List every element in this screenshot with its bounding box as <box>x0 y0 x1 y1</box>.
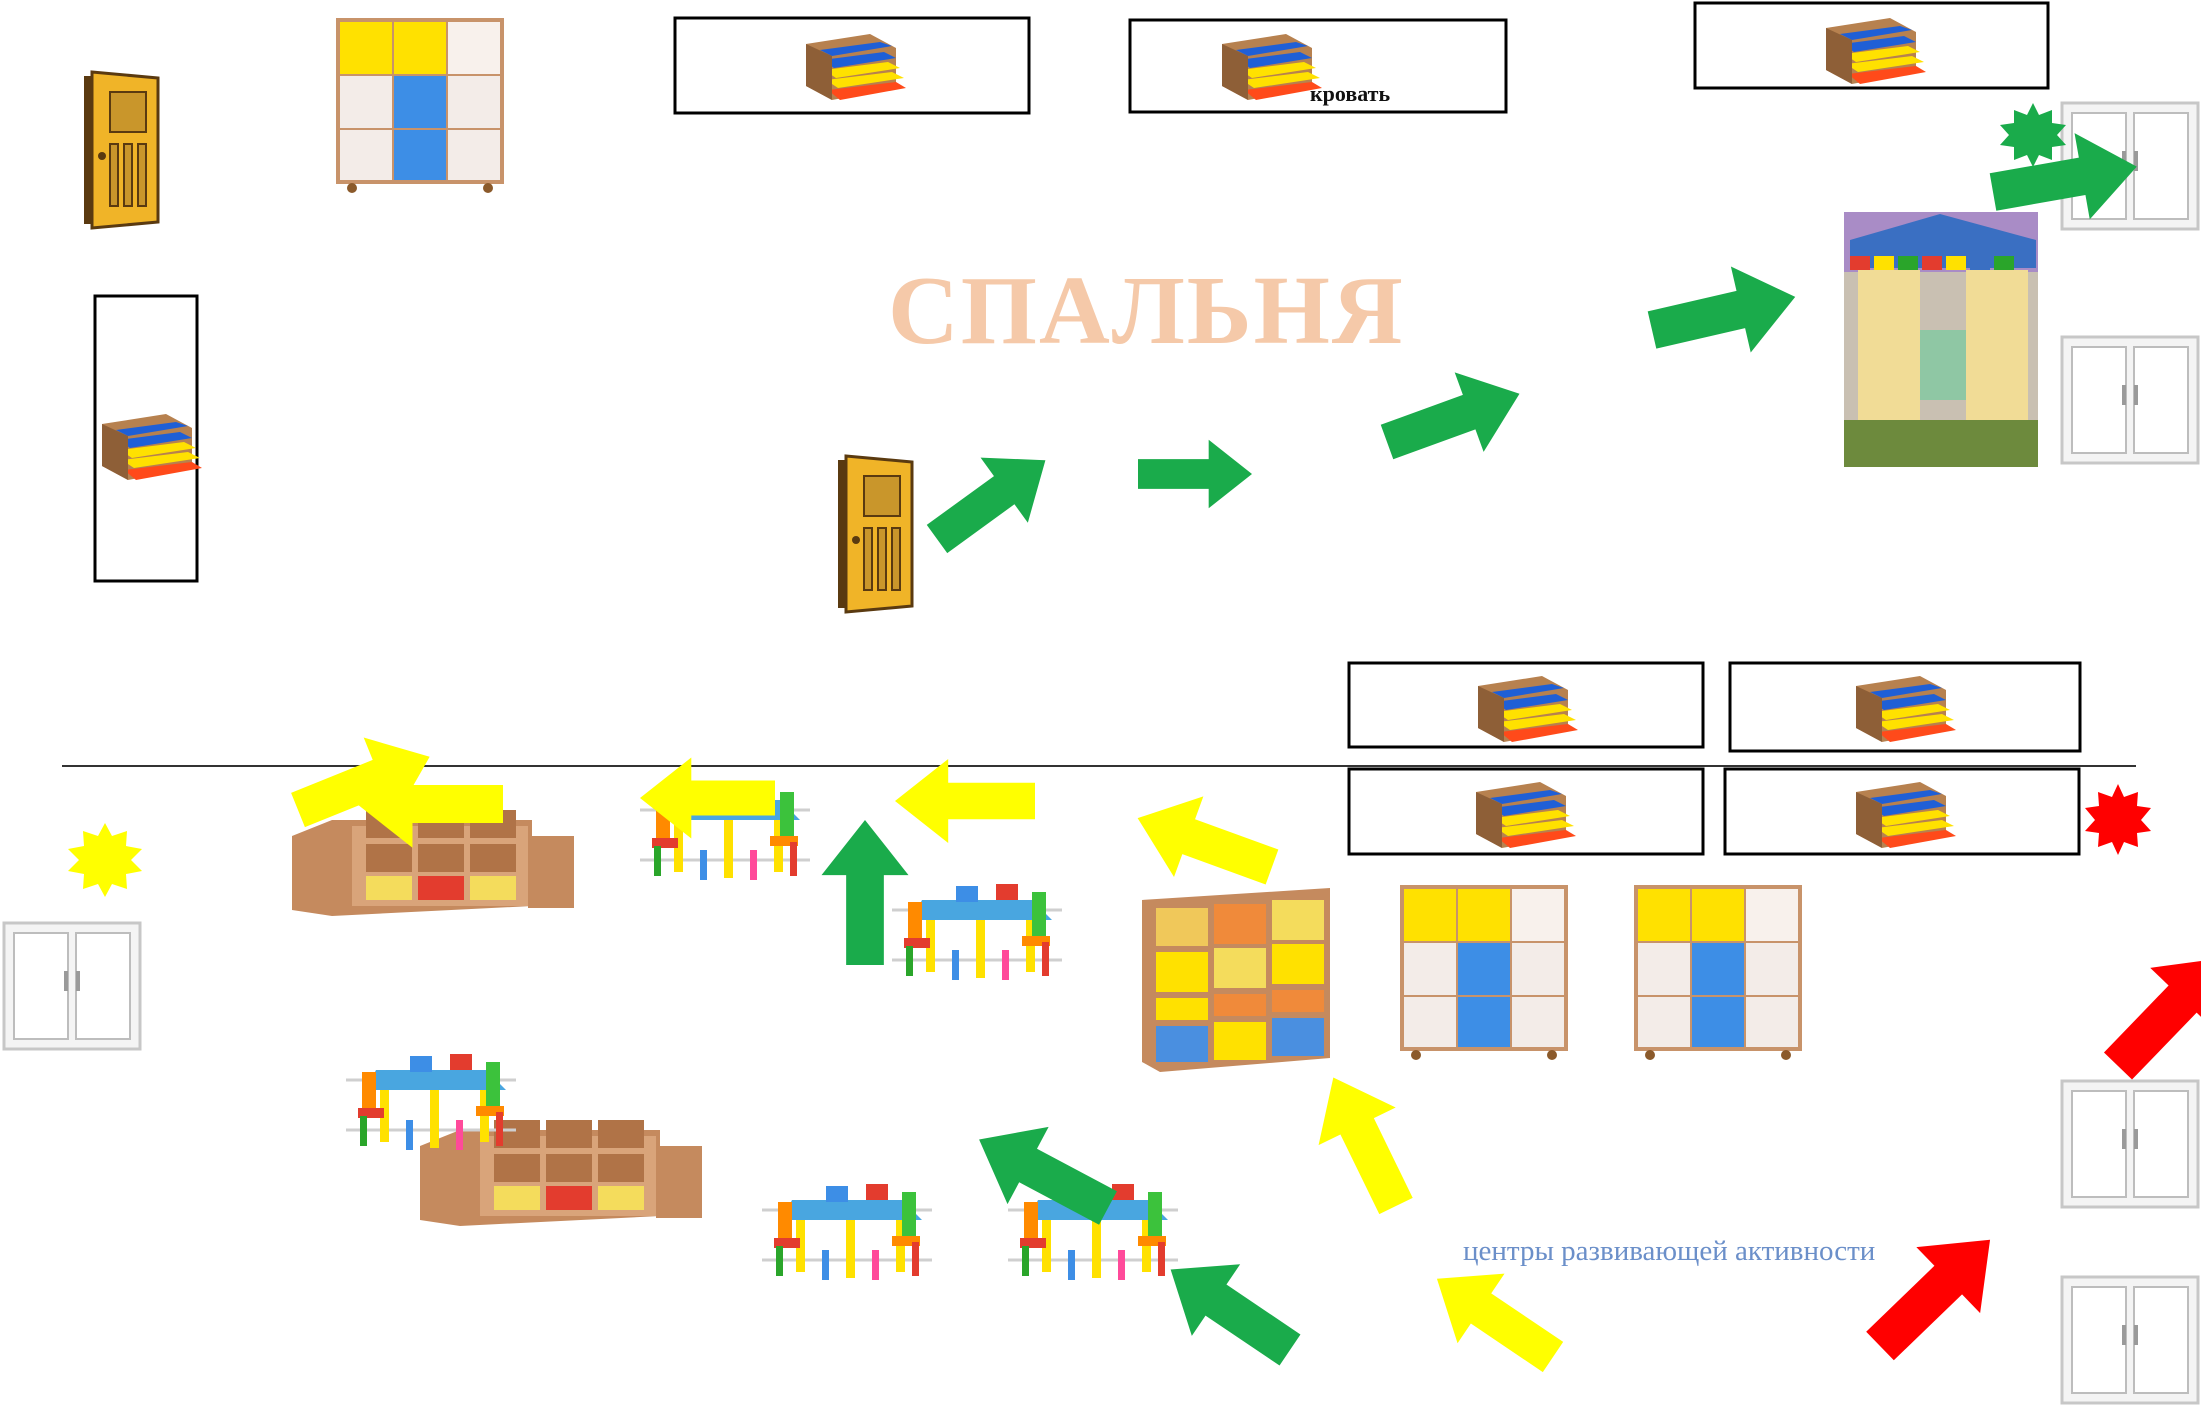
page-title: СПАЛЬНЯ <box>888 257 1405 365</box>
activity-centers-caption: центры развивающей активности <box>1463 1235 1876 1267</box>
bed-icon <box>1826 18 1926 84</box>
bed-icon <box>806 34 906 100</box>
window-icon <box>2060 335 2200 465</box>
arrow-icon <box>1642 253 1806 373</box>
window-icon <box>2060 1079 2200 1209</box>
tent-photo <box>1844 212 2038 467</box>
bed-icon <box>1476 782 1576 848</box>
star-icon <box>68 823 142 897</box>
arrow-icon <box>1138 439 1252 509</box>
window-icon <box>2060 1275 2200 1405</box>
arrow-icon <box>895 759 1035 843</box>
bed-frame <box>1693 1 2050 90</box>
bed-icon <box>1222 34 1322 100</box>
star-icon <box>2085 784 2151 855</box>
bed-icon <box>102 414 202 480</box>
colored-cabinet-icon <box>1142 888 1330 1072</box>
bed-frame <box>1728 661 2082 753</box>
bed-frame <box>1347 661 1705 749</box>
star-icon <box>2000 103 2066 167</box>
arrow-icon <box>913 427 1070 572</box>
bed-icon <box>1478 676 1578 742</box>
arrow-icon <box>2085 926 2201 1098</box>
kids-table-icon <box>890 882 1064 982</box>
bed-frame <box>1723 767 2081 856</box>
arrow-icon <box>1848 1206 2022 1380</box>
locker-cabinet-icon <box>1634 885 1802 1060</box>
door-icon <box>836 454 914 614</box>
bed-frame <box>1347 767 1705 856</box>
arrow-icon <box>1122 777 1287 908</box>
arrow-icon <box>1372 354 1534 482</box>
kids-table-icon <box>760 1182 934 1282</box>
arrow-icon <box>1146 1233 1315 1386</box>
window-icon <box>2 921 142 1051</box>
bed-icon <box>1856 782 1956 848</box>
arrow-icon <box>821 820 909 965</box>
yellow-arrows <box>282 717 1577 1392</box>
bed-frame <box>93 294 199 583</box>
shelf-unit-icon <box>292 810 574 916</box>
bed-frame <box>673 16 1031 115</box>
locker-cabinet-icon <box>1400 885 1568 1060</box>
locker-cabinet-icon <box>336 18 504 193</box>
bed-label: кровать <box>1310 81 1391 106</box>
arrow-icon <box>1294 1058 1435 1225</box>
bed-icon <box>1856 676 1956 742</box>
door-icon <box>82 70 160 230</box>
bed-frame <box>1128 18 1508 114</box>
